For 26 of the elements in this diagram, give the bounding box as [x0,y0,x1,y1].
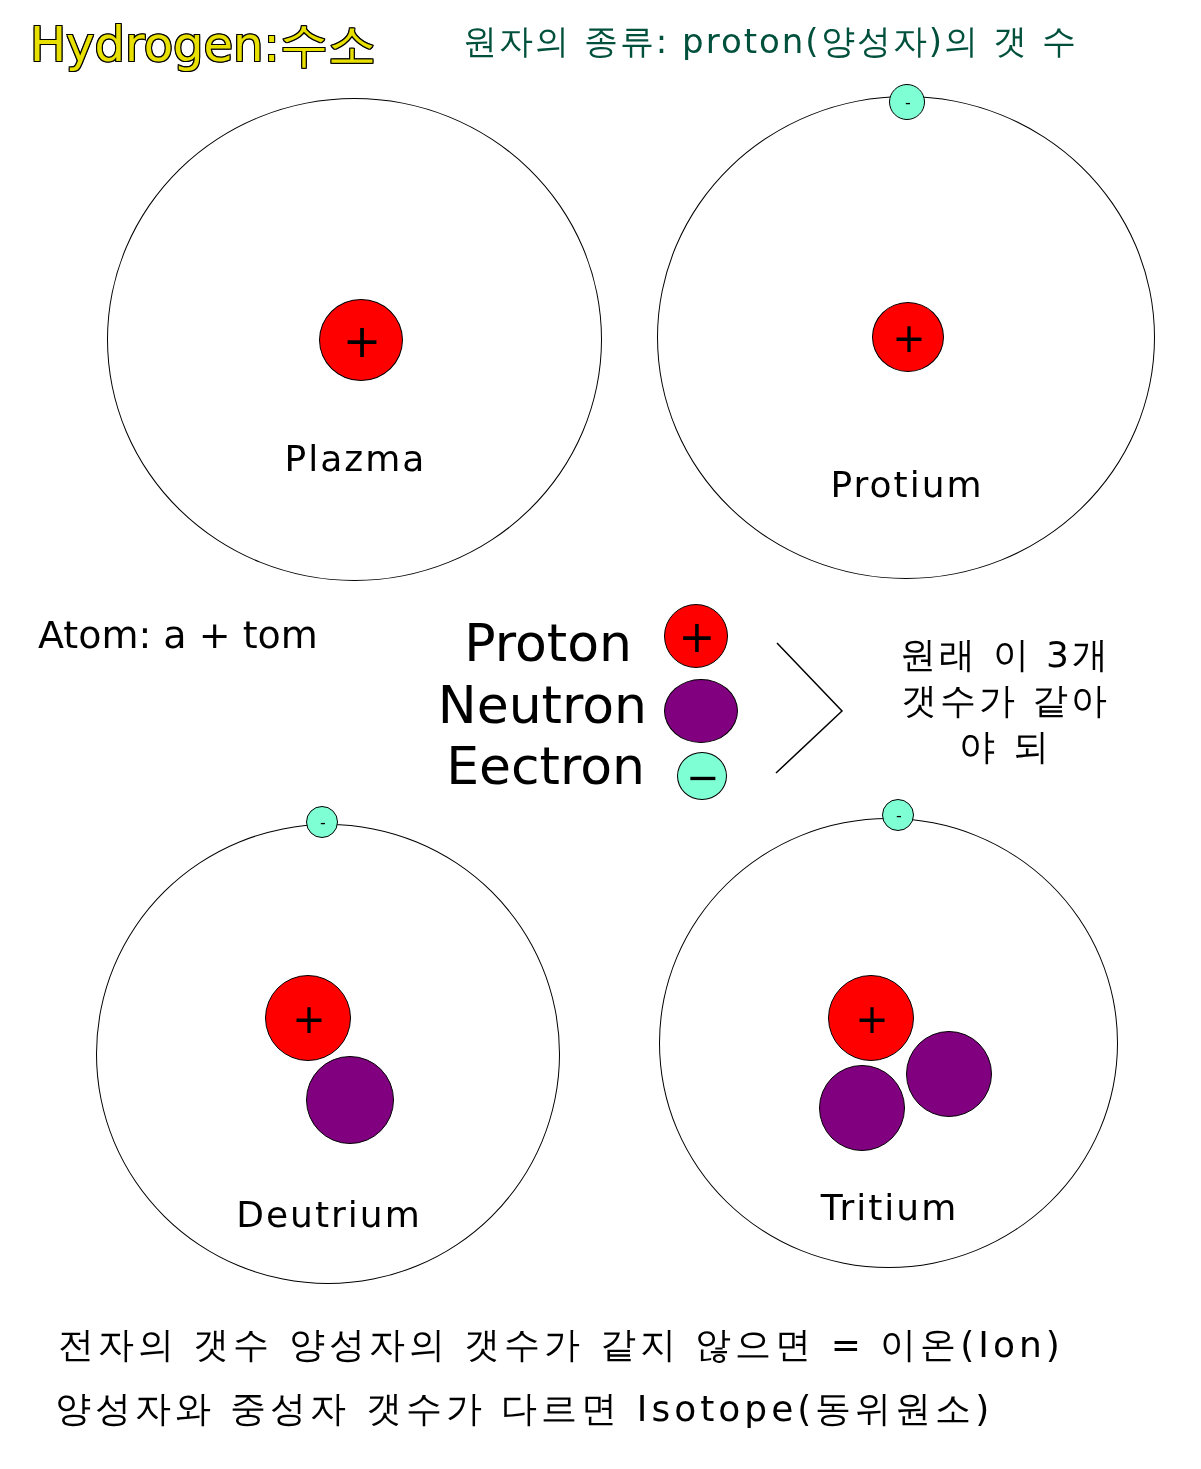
atom-name: Deutrium [236,1197,422,1233]
charge-sign: + [342,318,382,364]
note-text: 양성자와 중성자 갯수가 다르면 Isotope(동위원소) [55,1387,994,1431]
atom-name: Plazma [284,441,427,477]
charge-sign: - [896,808,902,824]
note-text: Atom: a + tom [38,612,318,659]
charge-sign: + [892,318,926,358]
particle-name: Eectron [446,740,645,792]
note-text: 원래 이 3개 갯수가 같아야 되 [899,633,1112,769]
charge-sign: - [905,95,911,111]
title: Hydrogen:수소 [30,15,376,74]
atom-name: Tritium [820,1190,959,1226]
particle-name: Neutron [437,679,647,731]
note-text: 전자의 갯수 양성자의 갯수가 같지 않으면 = 이온(Ion) [58,1323,1064,1367]
subtitle: 원자의 종류: proton(양성자)의 갯 수 [463,20,1078,63]
charge-sign: + [292,999,326,1039]
charge-sign: + [678,615,716,659]
charge-sign: - [320,815,326,831]
electron-circle [677,752,727,800]
electron-circle [882,799,914,831]
particle-name: Proton [464,617,632,669]
charge-sign: + [855,999,889,1039]
atom-name: Protium [830,467,984,503]
electron-circle [889,84,925,120]
electron-circle [306,806,338,838]
charge-sign: − [686,757,720,797]
